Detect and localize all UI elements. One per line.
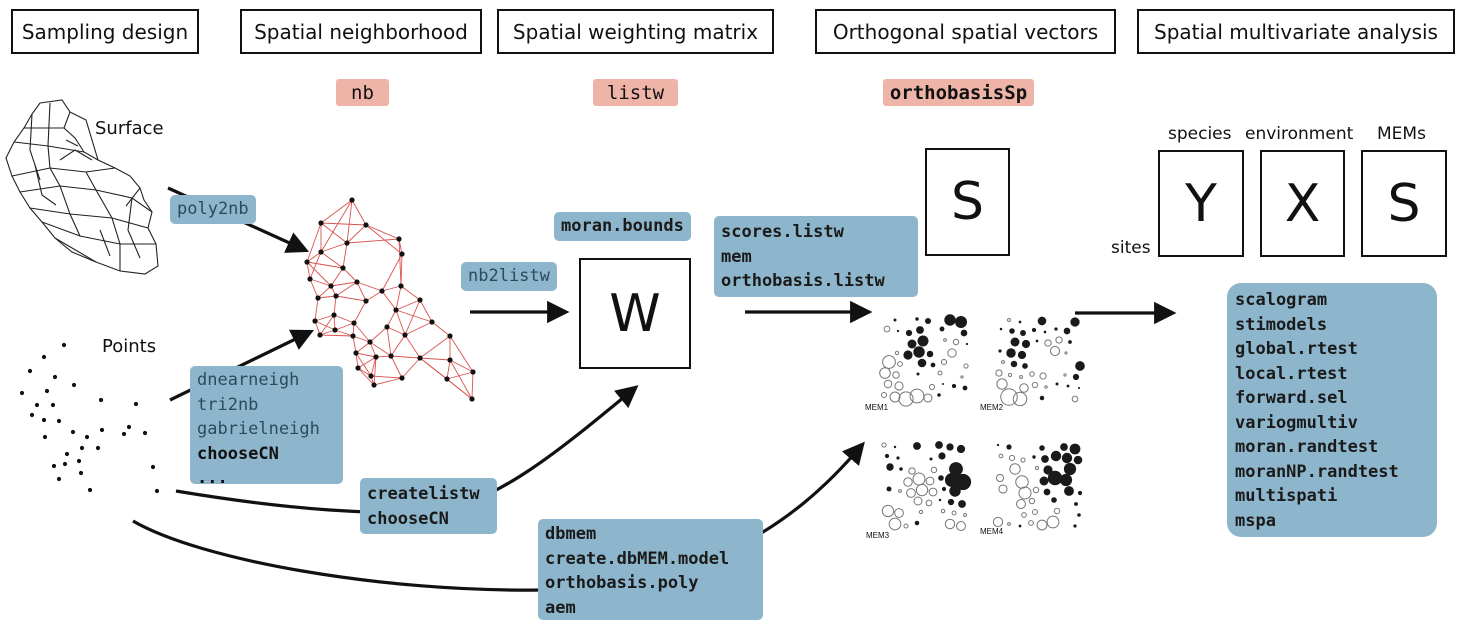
fn-variogmultiv: variogmultiv: [1235, 412, 1358, 433]
surface-map-icon: [5, 99, 159, 275]
matrix-s2: S: [1361, 150, 1447, 257]
fn-mem: mem: [721, 246, 752, 267]
fn-orthobasis-listw: orthobasis.listw: [721, 271, 885, 291]
matrix-s: S: [925, 148, 1010, 256]
fn-stimodels: stimodels: [1235, 314, 1328, 335]
mem3-label: MEM3: [866, 531, 890, 540]
mem-maps-icon: [879, 314, 1085, 531]
fn-poly2nb: poly2nb: [170, 195, 256, 224]
neighbor-network-icon: [304, 197, 476, 402]
fn-analysis-box: scalogram stimodels global.rtest local.r…: [1227, 283, 1437, 537]
species-label: species: [1168, 124, 1232, 144]
fn-moran-randtest: moran.randtest: [1235, 437, 1379, 457]
header-spatial-weighting-matrix: Spatial weighting matrix: [497, 9, 774, 54]
fn-scalogram: scalogram: [1235, 290, 1328, 310]
fn-global-rtest: global.rtest: [1235, 339, 1358, 359]
header-orthogonal-spatial-vectors: Orthogonal spatial vectors: [815, 9, 1116, 54]
class-tag-orthobasissp: orthobasisSp: [883, 79, 1034, 106]
fn-createlistw: createlistw: [367, 484, 480, 504]
surface-label: Surface: [95, 118, 164, 139]
class-tag-nb: nb: [336, 79, 389, 106]
fn-choosecn: chooseCN: [197, 443, 279, 464]
mem4-label: MEM4: [980, 527, 1004, 536]
fn-dnearneigh: dnearneigh: [197, 370, 300, 390]
fn-moran-bounds: moran.bounds: [554, 212, 691, 241]
points-icon: [19, 342, 160, 494]
mem1-label: MEM1: [865, 403, 889, 412]
fn-dbmem: dbmem: [545, 524, 597, 544]
fn-forward-sel: forward.sel: [1235, 388, 1348, 408]
fn-create-dbmem-model: create.dbMEM.model: [545, 548, 730, 569]
mems-label: MEMs: [1377, 124, 1426, 144]
class-tag-listw: listw: [593, 79, 678, 106]
matrix-y: Y: [1158, 150, 1244, 257]
fn-scores-box: scores.listw mem orthobasis.listw: [714, 216, 918, 297]
matrix-x: X: [1260, 150, 1345, 257]
fn-neighbor-builders: dnearneigh tri2nb gabrielneigh chooseCN …: [190, 366, 343, 488]
fn-orthobasis-poly: orthobasis.poly: [545, 573, 699, 593]
fn-local-rtest: local.rtest: [1235, 363, 1348, 384]
fn-dbmem-box: dbmem create.dbMEM.model orthobasis.poly…: [538, 519, 763, 620]
fn-mspa: mspa: [1235, 510, 1276, 531]
header-spatial-multivariate-analysis: Spatial multivariate analysis: [1137, 9, 1455, 54]
fn-ellipsis: ...: [197, 468, 228, 488]
header-sampling-design: Sampling design: [11, 9, 199, 54]
fn-gabrielneigh: gabrielneigh: [197, 419, 320, 439]
sites-label: sites: [1111, 238, 1151, 258]
fn-nb2listw: nb2listw: [461, 262, 557, 291]
fn-createlistw-box: createlistw chooseCN: [360, 478, 497, 534]
header-spatial-neighborhood: Spatial neighborhood: [240, 9, 482, 54]
fn-aem: aem: [545, 597, 576, 618]
fn-morannp-randtest: moranNP.randtest: [1235, 461, 1399, 482]
points-label: Points: [102, 336, 157, 357]
environment-label: environment: [1245, 124, 1354, 144]
matrix-w: W: [579, 258, 691, 369]
mem2-label: MEM2: [980, 403, 1004, 412]
fn-tri2nb: tri2nb: [197, 394, 259, 415]
fn-multispati: multispati: [1235, 486, 1338, 506]
fn-scores-listw: scores.listw: [721, 222, 844, 242]
fn-choosecn-2: chooseCN: [367, 508, 449, 529]
